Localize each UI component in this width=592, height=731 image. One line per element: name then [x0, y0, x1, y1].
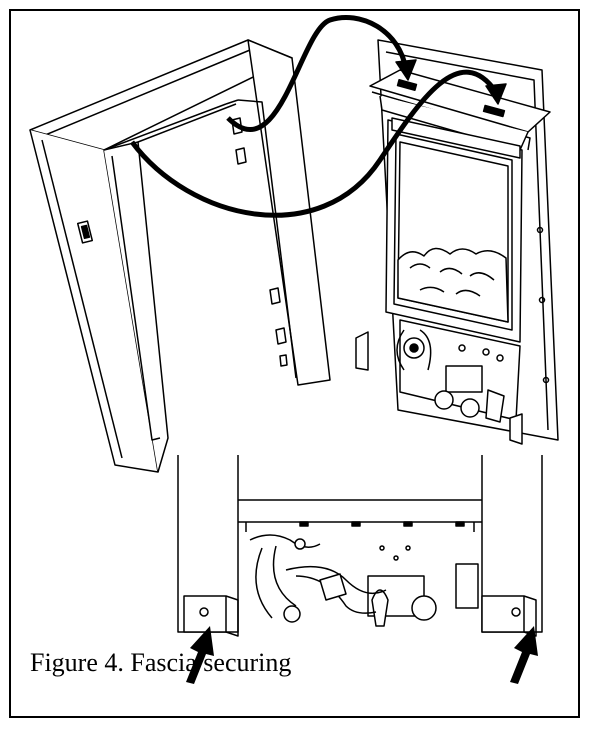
push-arrow-icon — [186, 626, 214, 684]
detail-view — [177, 455, 543, 637]
curved-arrow-icon — [226, 14, 417, 132]
fire-unit — [355, 39, 559, 445]
fascia-frame — [29, 39, 331, 473]
curved-arrow-icon — [129, 69, 507, 218]
figure-caption: Figure 4. Fascia securing — [30, 648, 292, 677]
push-arrow-icon — [510, 626, 538, 684]
